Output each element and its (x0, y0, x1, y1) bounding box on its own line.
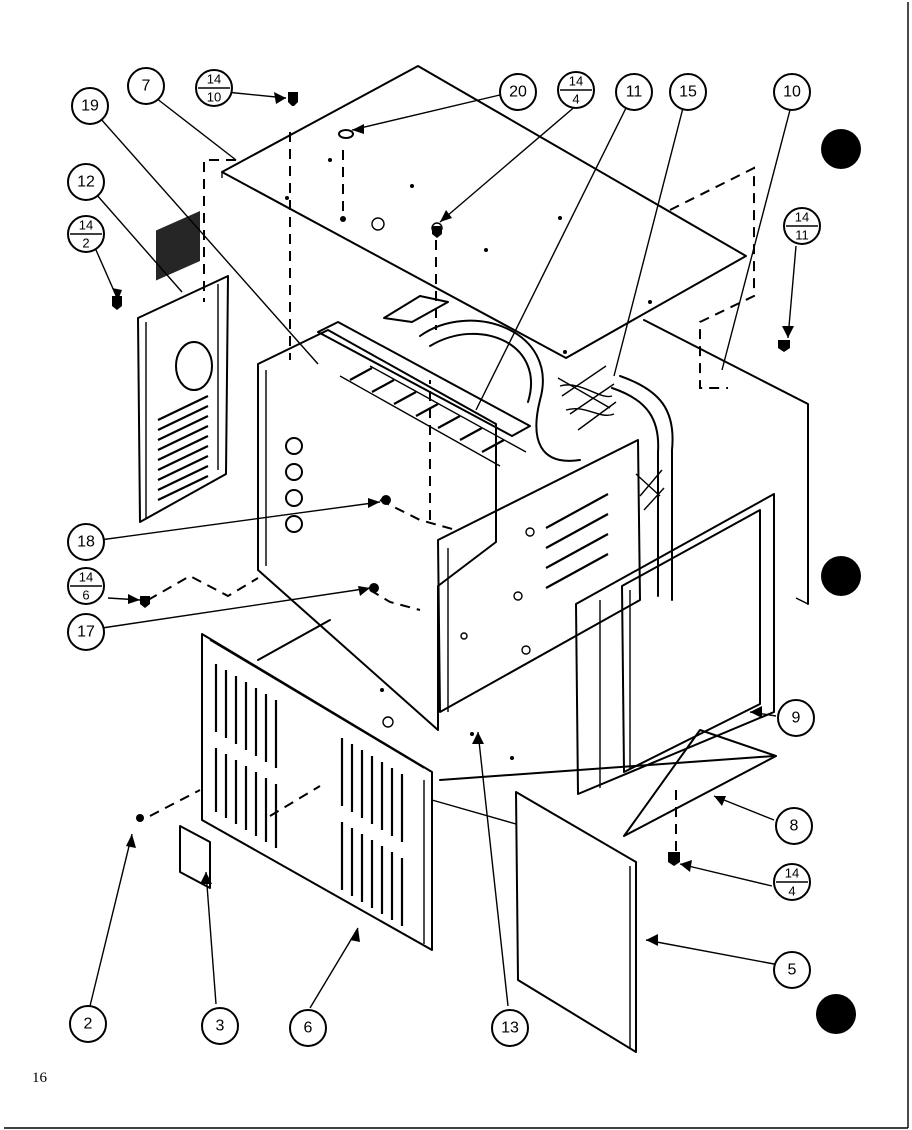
callout-11-label: 11 (626, 84, 643, 101)
callout-20-label: 20 (509, 84, 527, 101)
fraction-14-4-bottom-top: 14 (785, 866, 799, 881)
fraction-14-10-top: 14 (207, 72, 221, 87)
base-pan (257, 619, 777, 837)
binder-hole-middle (821, 556, 861, 596)
callout-9: 9 (777, 699, 815, 737)
binder-hole-bottom (816, 994, 856, 1034)
callout-18: 18 (67, 523, 105, 561)
fraction-callout-14-2: 14 2 (67, 215, 105, 253)
fraction-callout-14-11: 14 11 (783, 207, 821, 245)
callout-18-label: 18 (77, 534, 95, 551)
callout-13-label: 13 (501, 1020, 519, 1037)
rear-panel-part (643, 319, 809, 605)
callout-3-label: 3 (216, 1018, 225, 1035)
fraction-14-4-top-top: 14 (569, 74, 583, 89)
callout-7-label: 7 (142, 78, 151, 95)
page-border (4, 2, 909, 1129)
cabinet-body-part (257, 295, 674, 731)
coil-fins (557, 365, 665, 511)
fraction-callout-14-10: 14 10 (195, 69, 233, 107)
filter-frame-part (575, 493, 775, 795)
callout-6: 6 (289, 1009, 327, 1047)
callout-5-label: 5 (788, 962, 797, 979)
grille-filter-leader (431, 799, 517, 825)
binder-hole-top (821, 129, 861, 169)
callout-10-label: 10 (783, 84, 801, 101)
callout-20: 20 (499, 73, 537, 111)
callout-12-label: 12 (77, 174, 95, 191)
alignment-lines (147, 132, 755, 856)
nameplate-part (179, 825, 211, 889)
leader-lines (89, 91, 797, 1009)
fraction-14-11-top: 14 (795, 210, 809, 225)
fraction-14-2-top: 14 (79, 218, 93, 233)
callout-17-label: 17 (77, 624, 95, 641)
callout-3: 3 (201, 1007, 239, 1045)
callout-8: 8 (775, 807, 813, 845)
fraction-14-2-bottom: 2 (82, 236, 89, 251)
fraction-callout-14-4-top: 14 4 (557, 71, 595, 109)
callout-11: 11 (615, 73, 653, 111)
callout-17: 17 (67, 613, 105, 651)
callout-2-label: 2 (84, 1016, 93, 1033)
top-cover-part (221, 65, 747, 359)
arrowheads (112, 92, 794, 946)
callout-8-label: 8 (790, 818, 799, 835)
callout-10: 10 (773, 73, 811, 111)
filter-part (515, 791, 637, 1053)
page-number: 16 (32, 1070, 48, 1086)
callout-9-label: 9 (792, 710, 801, 727)
callout-6-label: 6 (304, 1020, 313, 1037)
fraction-14-11-bottom: 11 (795, 228, 809, 243)
callout-15: 15 (669, 73, 707, 111)
fraction-callout-14-6: 14 6 (67, 567, 105, 605)
fraction-14-4-top-bottom: 4 (572, 92, 579, 107)
callout-7: 7 (127, 67, 165, 105)
callout-5: 5 (773, 951, 811, 989)
fasteners (112, 92, 790, 866)
callout-15-label: 15 (679, 84, 697, 101)
fraction-14-6-top: 14 (79, 570, 93, 585)
side-grille-panel-part (137, 210, 229, 523)
callout-13: 13 (491, 1009, 529, 1047)
fraction-14-10-bottom: 10 (207, 90, 221, 105)
fraction-14-4-bottom-bottom: 4 (788, 884, 795, 899)
fraction-callout-14-4-bottom: 14 4 (773, 863, 811, 901)
callout-12: 12 (67, 163, 105, 201)
callout-19: 19 (71, 87, 109, 125)
fraction-14-6-bottom: 6 (82, 588, 89, 603)
front-grille-part (201, 633, 433, 951)
callout-19-label: 19 (81, 98, 99, 115)
callout-2: 2 (69, 1005, 107, 1043)
